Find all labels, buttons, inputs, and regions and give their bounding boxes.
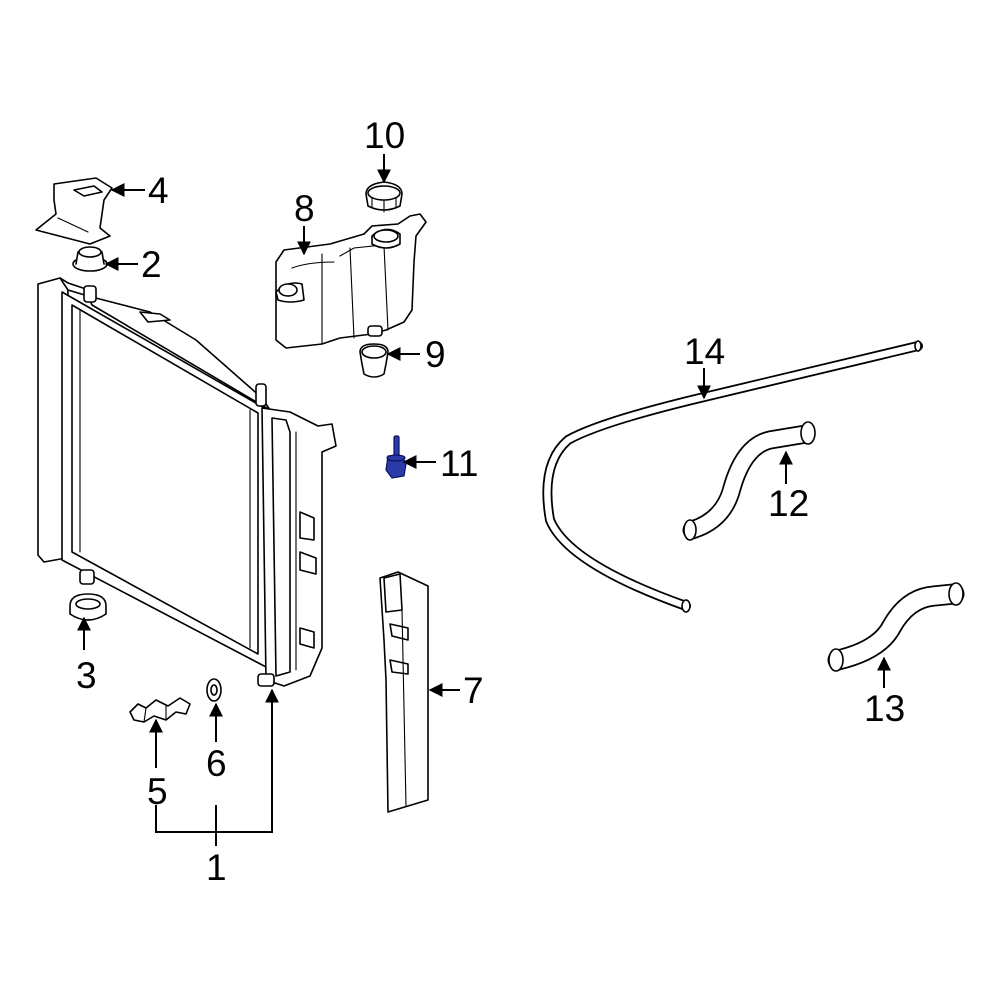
bolt-part (385, 435, 407, 479)
radiator-part (37, 277, 337, 687)
callout-2: 2 (141, 244, 162, 285)
callout-5: 5 (147, 771, 168, 812)
mounting-bracket-part (35, 177, 113, 245)
long-hose-part (542, 340, 923, 613)
grommet-part (72, 246, 108, 272)
callout-4: 4 (148, 170, 169, 211)
drain-plug-part (129, 697, 191, 723)
callout-1: 1 (206, 847, 227, 888)
leader-lines (77, 154, 891, 846)
tank-cap-part (365, 181, 403, 213)
callout-7: 7 (463, 670, 484, 711)
callout-8: 8 (294, 188, 315, 229)
callout-3: 3 (76, 655, 97, 696)
callout-9: 9 (425, 334, 446, 375)
callout-14: 14 (684, 331, 725, 372)
washer-part (206, 678, 222, 702)
side-seal-part (379, 571, 429, 813)
tank-fitting-part (359, 343, 389, 378)
callout-labels: 4 2 3 5 6 1 7 8 9 10 11 12 13 14 (76, 115, 905, 888)
callout-13: 13 (864, 688, 905, 729)
upper-hose-part (682, 421, 816, 541)
callout-12: 12 (768, 483, 809, 524)
lower-mount-part (69, 593, 107, 621)
leader-1 (155, 688, 279, 833)
callout-6: 6 (206, 743, 227, 784)
callout-11: 11 (440, 443, 478, 484)
callout-10: 10 (364, 115, 405, 156)
expansion-tank-part (275, 213, 427, 349)
lower-hose-part (827, 582, 965, 672)
